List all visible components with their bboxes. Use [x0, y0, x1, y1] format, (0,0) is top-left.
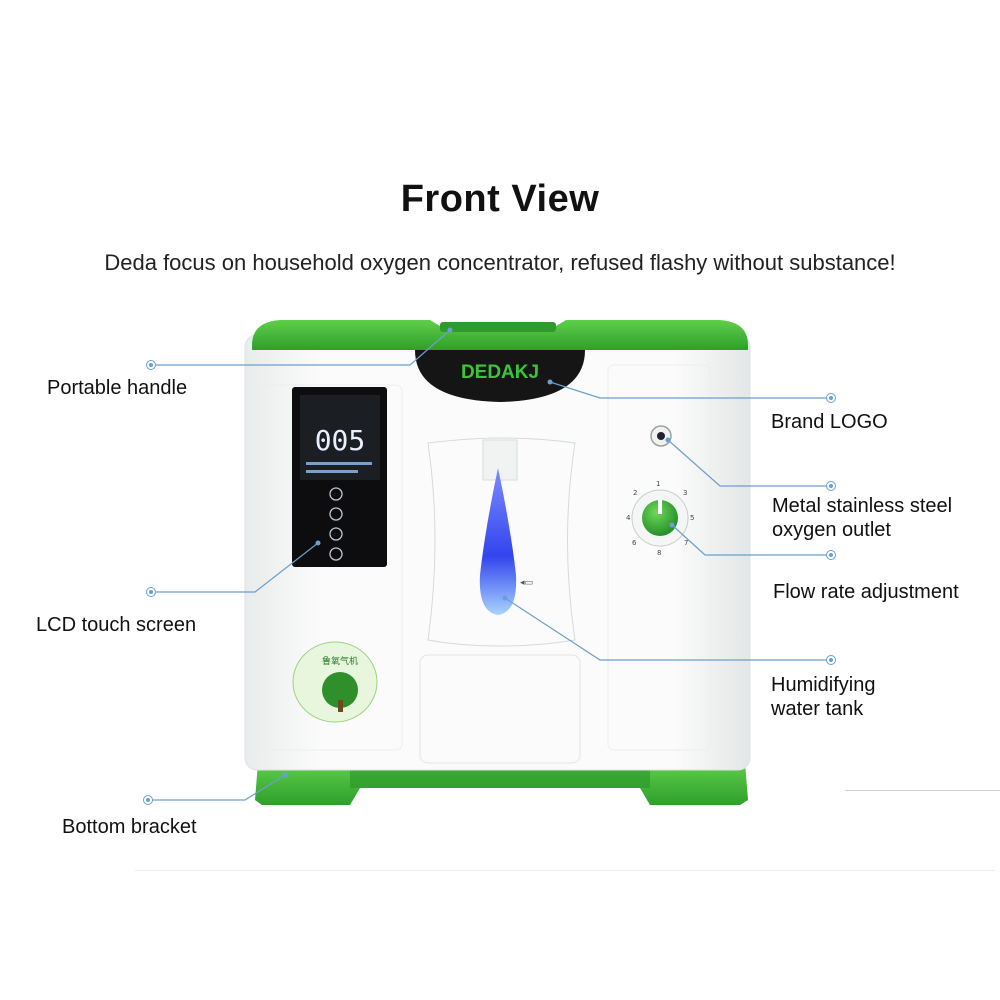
brand-logo: DEDAKJ [415, 350, 585, 402]
callout-lines [150, 329, 828, 801]
svg-text:◂▭: ◂▭ [520, 578, 533, 588]
svg-text:2: 2 [633, 489, 637, 497]
divider-right [845, 790, 1000, 791]
label-oxygen-outlet-line2: oxygen outlet [772, 519, 891, 541]
dial-marks: 1 2 3 4 5 6 7 8 [626, 480, 694, 557]
callout-dot-logo [826, 393, 836, 403]
page-subtitle: Deda focus on household oxygen concentra… [104, 250, 896, 275]
svg-text:3: 3 [683, 489, 687, 497]
label-flow-rate: Flow rate adjustment [773, 581, 959, 603]
bottom-bracket [255, 762, 748, 805]
left-panel [261, 384, 403, 751]
callout-dot-lcd [146, 587, 156, 597]
callout-anchors [282, 327, 675, 778]
portable-handle [252, 320, 748, 350]
label-bottom-bracket: Bottom bracket [62, 816, 197, 838]
lower-front-panel [419, 654, 581, 764]
label-water-tank-line2: water tank [771, 698, 864, 720]
divider-bottom [135, 870, 995, 871]
oxygen-outlet [650, 425, 672, 447]
svg-text:5: 5 [690, 514, 694, 522]
label-water-tank-line1: Humidifying [771, 674, 876, 696]
sticker-text: 鲁氧气机 [322, 655, 358, 667]
svg-text:8: 8 [657, 549, 661, 557]
callout-dot-bracket [143, 795, 153, 805]
sticker-badge: 鲁氧气机 [292, 641, 378, 723]
right-panel [607, 364, 711, 751]
page-title: Front View [400, 178, 600, 220]
label-oxygen-outlet-line1: Metal stainless steel [772, 495, 953, 517]
svg-text:1: 1 [656, 480, 660, 488]
label-portable-handle: Portable handle [47, 377, 188, 399]
label-brand-logo: Brand LOGO [771, 411, 888, 433]
svg-text:7: 7 [684, 539, 688, 547]
svg-text:6: 6 [632, 539, 637, 547]
lcd-digits: 005 [315, 424, 366, 457]
callout-dot-tank [826, 655, 836, 665]
lcd-touch-screen: 005 [292, 387, 387, 567]
label-lcd-screen: LCD touch screen [36, 614, 197, 636]
callout-dot-flow [826, 550, 836, 560]
callout-dot-handle [146, 360, 156, 370]
humidifying-water-tank: ◂▭ [427, 437, 576, 647]
svg-text:4: 4 [626, 514, 631, 522]
brand-text: DEDAKJ [461, 362, 539, 383]
callout-dot-outlet [826, 481, 836, 491]
flow-rate-dial [631, 489, 689, 547]
